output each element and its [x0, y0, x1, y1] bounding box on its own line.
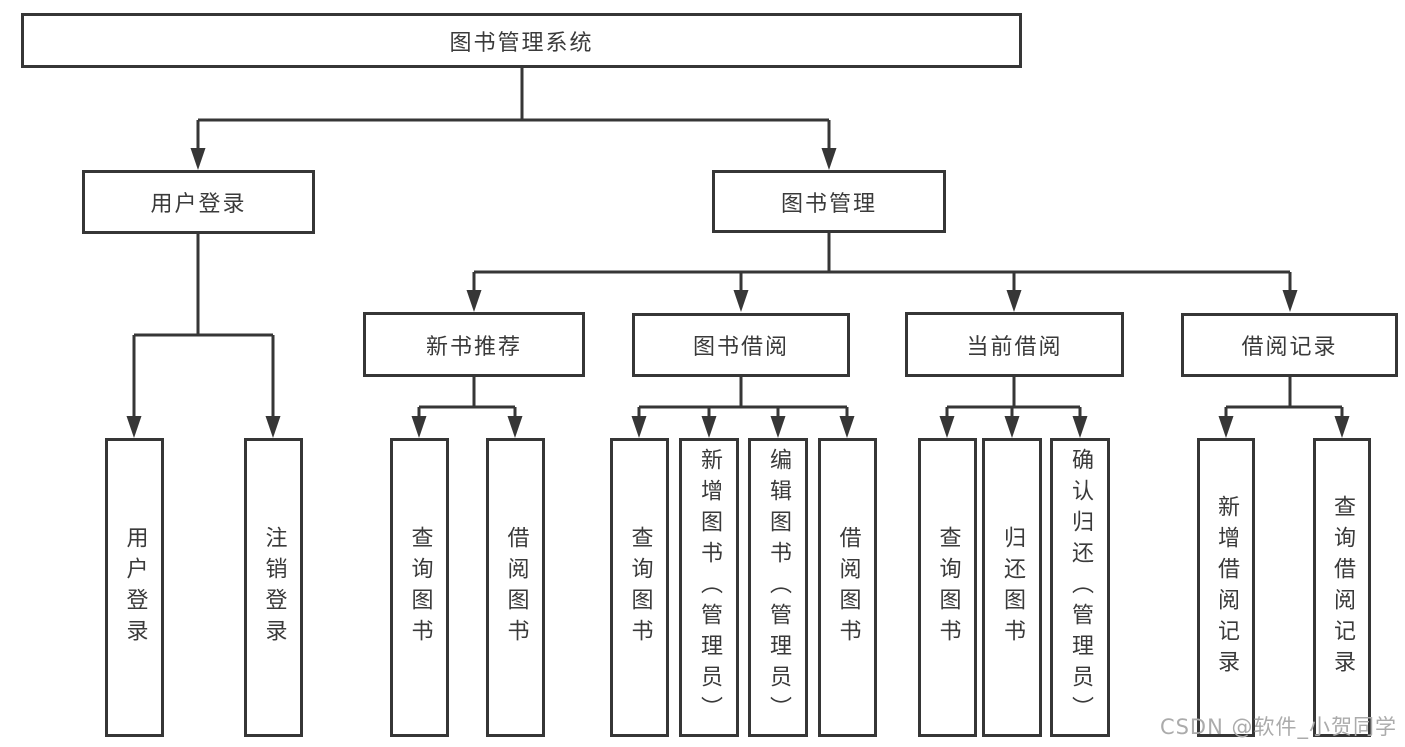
- arrowhead-icon: [631, 416, 647, 438]
- csdn-watermark: CSDN @软件_小贺同学: [1159, 715, 1397, 739]
- connector-line: [132, 234, 275, 420]
- arrowhead-icon: [1218, 416, 1234, 438]
- arrowhead-icon: [1282, 290, 1298, 312]
- connector-root-to-level2: [190, 65, 837, 170]
- connector-line: [417, 377, 517, 420]
- connector-line: [196, 65, 831, 152]
- arrowhead-icon: [1006, 290, 1022, 312]
- arrowhead-icon: [466, 290, 482, 312]
- node-new-book-recommend: 新书推荐: [363, 312, 585, 377]
- node-book-management: 图书管理: [712, 170, 946, 233]
- arrowhead-icon: [839, 416, 855, 438]
- arrowhead-icon: [733, 290, 749, 312]
- arrowhead-icon: [939, 416, 955, 438]
- leaf-current-query-books: 查询图书: [918, 438, 977, 737]
- connector-book-borrow-to-leaves: [631, 377, 855, 438]
- leaf-records-add-record: 新增借阅记录: [1197, 438, 1255, 737]
- arrowhead-icon: [770, 416, 786, 438]
- leaf-borrow-edit-books-admin: 编辑图书（管理员）: [748, 438, 808, 737]
- leaf-current-confirm-return-admin: 确认归还（管理员）: [1050, 438, 1110, 737]
- arrowhead-icon: [411, 416, 427, 438]
- arrowhead-icon: [1072, 416, 1088, 438]
- node-user-login: 用户登录: [82, 170, 315, 234]
- leaf-logout: 注销登录: [244, 438, 303, 737]
- leaf-borrow-query-books: 查询图书: [610, 438, 669, 737]
- node-library-system: 图书管理系统: [21, 13, 1022, 68]
- node-borrow-records: 借阅记录: [1181, 313, 1398, 377]
- arrowhead-icon: [265, 416, 281, 438]
- leaf-recommend-borrow-books: 借阅图书: [486, 438, 545, 737]
- connector-user-login-to-leaves: [126, 234, 281, 438]
- arrowhead-icon: [1334, 416, 1350, 438]
- leaf-current-return-books: 归还图书: [982, 438, 1042, 737]
- arrowhead-icon: [1004, 416, 1020, 438]
- connector-line: [472, 233, 1292, 294]
- leaf-borrow-borrow-books: 借阅图书: [818, 438, 877, 737]
- node-current-borrow: 当前借阅: [905, 312, 1124, 377]
- connector-new-book-recommend-to-leaves: [411, 377, 523, 438]
- connector-borrow-records-to-leaves: [1218, 377, 1350, 438]
- leaf-recommend-query-books: 查询图书: [390, 438, 449, 737]
- arrowhead-icon: [821, 148, 837, 170]
- arrowhead-icon: [701, 416, 717, 438]
- arrowhead-icon: [507, 416, 523, 438]
- leaf-user-login: 用户登录: [105, 438, 164, 737]
- node-book-borrow: 图书借阅: [632, 313, 850, 377]
- arrowhead-icon: [126, 416, 142, 438]
- leaf-records-query-record: 查询借阅记录: [1313, 438, 1371, 737]
- leaf-borrow-add-books-admin: 新增图书（管理员）: [679, 438, 739, 737]
- connector-line: [637, 377, 849, 420]
- connector-line: [1224, 377, 1344, 420]
- connector-book-management-to-level3: [466, 233, 1298, 312]
- arrowhead-icon: [190, 148, 206, 170]
- connector-current-borrow-to-leaves: [939, 377, 1088, 438]
- connector-line: [945, 377, 1082, 420]
